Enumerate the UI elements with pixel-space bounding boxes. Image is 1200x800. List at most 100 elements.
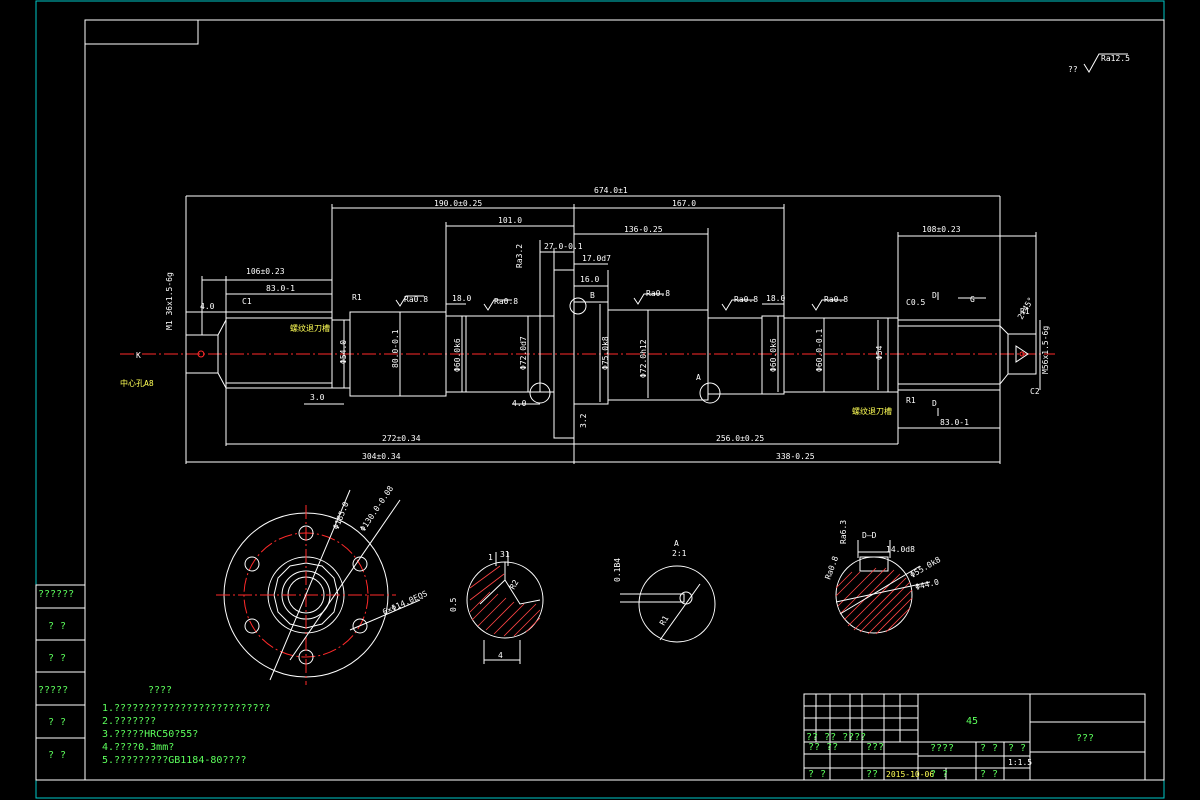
detail1-top: 31: [500, 550, 510, 559]
detail1-width: 4: [498, 651, 503, 660]
note-line-3: 3.?????HRC50?55?: [102, 729, 198, 740]
strip-cell-1: ??????: [38, 589, 74, 600]
title-cell-r3: ? ?: [808, 769, 826, 780]
detail-a-radius: R1: [658, 614, 671, 627]
dim-3: 3.0: [310, 393, 325, 402]
dim-17: 17.0d7: [582, 254, 611, 263]
dim-256: 256.0±0.25: [716, 434, 764, 443]
detail1-radius: R2: [508, 578, 521, 591]
detail1-dim-b: 0.5: [449, 597, 458, 612]
dia-80: 80.0-0.1: [391, 329, 400, 368]
flange-bolt-circle: Φ130.0-0.08: [358, 484, 395, 533]
dim-167: 167.0: [672, 199, 696, 208]
section-label-d-bottom: D: [932, 399, 937, 408]
section-d-d: D—D 14.0d8 Φ55.0k8 Φ44.0 Ra6.3 Ra0.8: [823, 520, 943, 635]
chamfer-c1: C1: [242, 297, 252, 306]
shaft-main-view: 674.0±1 190.0±0.25 167.0 101.0 136-0.25 …: [120, 186, 1055, 464]
dia-60-right: Φ60.0k6: [769, 338, 778, 372]
technical-notes: ???? 1.?????????????????????????? 2.????…: [102, 685, 271, 766]
roughness-ra08-4: Ra0.8: [734, 295, 758, 304]
title-block: 45 ??? ?? ?? ???? ??? ?? ?? ???? ? ? ? ?…: [803, 693, 1146, 781]
title-cell-r2b: ????: [930, 743, 954, 754]
dim-16: 16.0: [580, 275, 599, 284]
roughness-ra08-1: Ra0.8: [404, 295, 428, 304]
center-hole-label: 中心孔A8: [120, 378, 154, 388]
section-label-g: G: [970, 295, 975, 304]
radius-r1-bottom: R1: [906, 396, 916, 405]
section-dd-roughness2: Ra0.8: [823, 555, 840, 581]
strip-cell-2: ? ?: [48, 621, 66, 632]
dim-4-left: 4.0: [200, 302, 215, 311]
dim-101: 101.0: [498, 216, 522, 225]
title-cell-r3b: ??: [866, 769, 878, 780]
left-strip-table: ?????? ? ? ? ? ????? ? ? ? ?: [35, 584, 86, 781]
dim-4-flange: 4.0: [512, 399, 527, 408]
section-dd-d2: Φ44.0: [914, 577, 940, 592]
title-cell-r2c: ? ?: [980, 743, 998, 754]
detail-a-label: A: [674, 539, 679, 548]
detail-a-scale: 2:1: [672, 549, 687, 558]
section-dd-d1: Φ55.0k8: [909, 555, 943, 580]
dim-83-right: 83.0-1: [940, 418, 969, 427]
strip-cell-4: ?????: [38, 685, 68, 696]
dim-106: 106±0.23: [246, 267, 285, 276]
note-line-1: 1.??????????????????????????: [102, 703, 271, 714]
dia-60-thread: Φ60.0-0.1: [815, 328, 824, 372]
title-cell-r3c: ? ?: [930, 769, 948, 780]
dia-54: Φ54.0: [339, 340, 348, 364]
note-line-5: 5.?????????GB1184-80????: [102, 755, 247, 766]
radius-r1-left: R1: [352, 293, 362, 302]
roughness-flange: Ra3.2: [515, 244, 524, 268]
title-cell-r2d: ? ?: [1008, 743, 1026, 754]
thread-right-label: M56x1.5-6g: [1041, 326, 1050, 374]
detail-a-side: 0.1B4: [613, 558, 622, 582]
title-cell-r2: ?? ??: [808, 742, 838, 753]
roughness-ra08-2: Ra0.8: [494, 297, 518, 306]
dia-72h: Φ72.0h12: [639, 339, 648, 378]
title-cell-r1b: ???: [866, 742, 884, 753]
dim-190: 190.0±0.25: [434, 199, 482, 208]
dim-108: 108±0.23: [922, 225, 961, 234]
chamfer-c2: C2: [1030, 387, 1040, 396]
corner-roughness-prefix: ??: [1068, 65, 1078, 74]
section-label-a: A: [696, 373, 701, 382]
section-dd-keyway: 14.0d8: [886, 545, 915, 554]
view-label-k: K: [136, 351, 141, 360]
corner-roughness-value: Ra12.5: [1101, 54, 1130, 63]
dia-54-right: Φ54: [875, 345, 884, 360]
roughness-ra08-5: Ra0.8: [824, 295, 848, 304]
dim-18-right: 18.0: [766, 294, 785, 303]
section-dd-roughness1: Ra6.3: [839, 520, 848, 544]
dia-75: Φ75.0k8: [601, 336, 610, 370]
flange-end-view: Φ185.0 Φ130.0-0.08 6×Φ14.0EQS: [216, 484, 429, 685]
dim-136: 136-0.25: [624, 225, 663, 234]
title-date: 2015-10-06: [886, 770, 934, 779]
note-thread-left: 螺纹退刀槽: [290, 323, 330, 333]
section-dd-label: D—D: [862, 531, 877, 540]
dim-18-left: 18.0: [452, 294, 471, 303]
thread-left-label: M1 36x1.5-6g: [165, 272, 174, 330]
chamfer-c05: C0.5: [906, 298, 925, 307]
dim-304: 304±0.34: [362, 452, 401, 461]
roughness-corner-symbol: ?? Ra12.5: [1068, 53, 1130, 74]
detail1-dim-a: 1: [488, 553, 493, 562]
section-label-b: B: [590, 291, 595, 300]
dim-overall-length: 674.0±1: [594, 186, 628, 195]
title-scale: 1:1.5: [1008, 758, 1032, 767]
dim-27: 27.0-0.1: [544, 242, 583, 251]
note-line-2: 2.???????: [102, 716, 156, 727]
notes-title: ????: [148, 685, 172, 696]
section-label-d-top: D: [932, 291, 937, 300]
dia-72: Φ72.0d7: [519, 336, 528, 370]
strip-cell-5: ? ?: [48, 717, 66, 728]
title-part-name: ???: [1076, 733, 1094, 744]
title-cell-r3d: ? ?: [980, 769, 998, 780]
flange-outer-diameter: Φ185.0: [332, 500, 351, 530]
roughness-ra08-3: Ra0.8: [646, 289, 670, 298]
dia-60-left: Φ60.0k6: [453, 338, 462, 372]
detail-view-a: A 2:1 0.1B4 R1: [613, 539, 716, 643]
note-line-4: 4.????0.3mm?: [102, 742, 174, 753]
note-thread-right: 螺纹退刀槽: [852, 406, 892, 416]
detail-view-1: 4 1 31 0.5 R2: [449, 550, 544, 664]
